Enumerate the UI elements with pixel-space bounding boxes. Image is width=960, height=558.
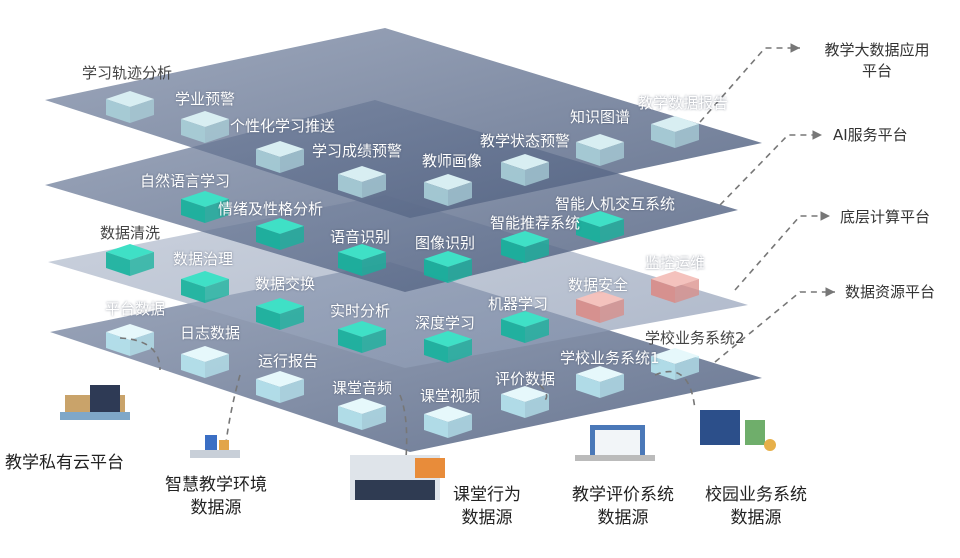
cube-compute-8 [651, 271, 699, 303]
label-ai-6: 智能人机交互系统 [555, 195, 676, 213]
label-app-7: 知识图谱 [570, 108, 631, 126]
evaluation-system-icon [575, 425, 655, 461]
connector-data [714, 287, 835, 363]
label-compute-3: 数据交换 [255, 275, 316, 293]
classroom-icon [350, 455, 445, 500]
cube-ai-3 [338, 244, 386, 276]
label-compute-1: 数据清洗 [100, 224, 161, 242]
platform-compute: 底层计算平台 [840, 208, 931, 226]
cube-app-8 [651, 116, 699, 148]
cube-ai-6 [576, 211, 624, 243]
label-ai-4: 图像识别 [415, 234, 476, 252]
label-ai-3: 语音识别 [330, 228, 391, 246]
flow-eval [539, 384, 548, 401]
source-evaluation-line2: 数据源 [597, 508, 649, 528]
cube-app-1 [106, 91, 154, 123]
label-ai-2: 情绪及性格分析 [218, 200, 324, 218]
cube-compute-6 [501, 311, 549, 343]
cube-data-4 [338, 398, 386, 430]
source-classroom: 课堂行为数据源 [453, 484, 521, 530]
source-campus-line2: 数据源 [730, 508, 782, 528]
label-data-6: 评价数据 [495, 370, 556, 388]
cube-data-2 [181, 346, 229, 378]
platform-data: 数据资源平台 [845, 283, 936, 301]
cube-app-3 [256, 141, 304, 173]
cube-data-6 [501, 386, 549, 418]
cube-compute-4 [338, 321, 386, 353]
label-app-6: 教学状态预警 [480, 132, 571, 150]
label-ai-5: 智能推荐系统 [490, 214, 581, 232]
label-data-5: 课堂视频 [420, 387, 481, 405]
cube-ai-2 [256, 218, 304, 250]
cube-app-7 [576, 134, 624, 166]
flow-campus [654, 370, 696, 411]
label-data-4: 课堂音频 [332, 379, 393, 397]
cube-app-5 [424, 174, 472, 206]
label-compute-4: 实时分析 [330, 302, 391, 320]
source-environment-line1: 智慧教学环境 [165, 475, 267, 495]
platform-app: 教学大数据应用平台 [812, 40, 942, 82]
cube-data-8 [651, 348, 699, 380]
cube-ai-1 [181, 191, 229, 223]
cube-app-4 [338, 166, 386, 198]
cube-data-7 [576, 366, 624, 398]
source-environment: 智慧教学环境数据源 [165, 474, 267, 520]
source-campus: 校园业务系统数据源 [705, 484, 807, 530]
label-app-4: 学习成绩预警 [312, 142, 403, 160]
label-data-7: 学校业务系统1 [560, 349, 660, 367]
connector-compute [734, 211, 830, 291]
cloud-platform-icon [60, 385, 130, 420]
label-data-8: 学校业务系统2 [645, 329, 745, 347]
platform-app-line1: 教学大数据应用 [824, 41, 930, 59]
cube-compute-1 [106, 244, 154, 276]
cube-data-3 [256, 371, 304, 403]
label-ai-1: 自然语言学习 [140, 172, 231, 190]
cube-compute-5 [424, 331, 472, 363]
cube-compute-7 [576, 291, 624, 323]
label-app-5: 教师画像 [422, 152, 483, 170]
platform-app-line2: 平台 [861, 62, 892, 80]
label-compute-5: 深度学习 [415, 314, 476, 332]
label-data-1: 平台数据 [105, 300, 166, 318]
label-app-3: 个性化学习推送 [230, 117, 336, 135]
platform-ai: AI服务平台 [833, 126, 908, 144]
smart-environment-icon [190, 435, 240, 458]
label-data-2: 日志数据 [180, 324, 241, 342]
source-campus-line1: 校园业务系统 [705, 485, 807, 505]
cube-data-5 [424, 406, 472, 438]
cube-compute-3 [256, 298, 304, 330]
cube-app-6 [501, 154, 549, 186]
source-classroom-line2: 数据源 [461, 508, 513, 528]
connector-app [699, 43, 800, 123]
label-compute-6: 机器学习 [488, 295, 549, 313]
source-classroom-line1: 课堂行为 [453, 485, 521, 505]
source-environment-line2: 数据源 [190, 498, 242, 518]
label-compute-7: 数据安全 [568, 276, 629, 294]
cube-ai-4 [424, 251, 472, 283]
label-compute-2: 数据治理 [173, 250, 234, 268]
label-app-1: 学习轨迹分析 [82, 64, 173, 82]
cube-compute-2 [181, 271, 229, 303]
source-evaluation: 教学评价系统数据源 [572, 484, 674, 530]
source-evaluation-line1: 教学评价系统 [572, 485, 674, 505]
label-app-2: 学业预警 [175, 90, 236, 108]
label-data-3: 运行报告 [258, 352, 319, 370]
campus-system-icon [700, 410, 776, 451]
label-compute-8: 监控运维 [645, 254, 706, 272]
label-app-8: 教学数据报告 [638, 94, 729, 112]
cube-ai-5 [501, 231, 549, 263]
source-cloud: 教学私有云平台 [5, 453, 124, 473]
app-layer [45, 28, 762, 218]
cube-app-2 [181, 111, 229, 143]
